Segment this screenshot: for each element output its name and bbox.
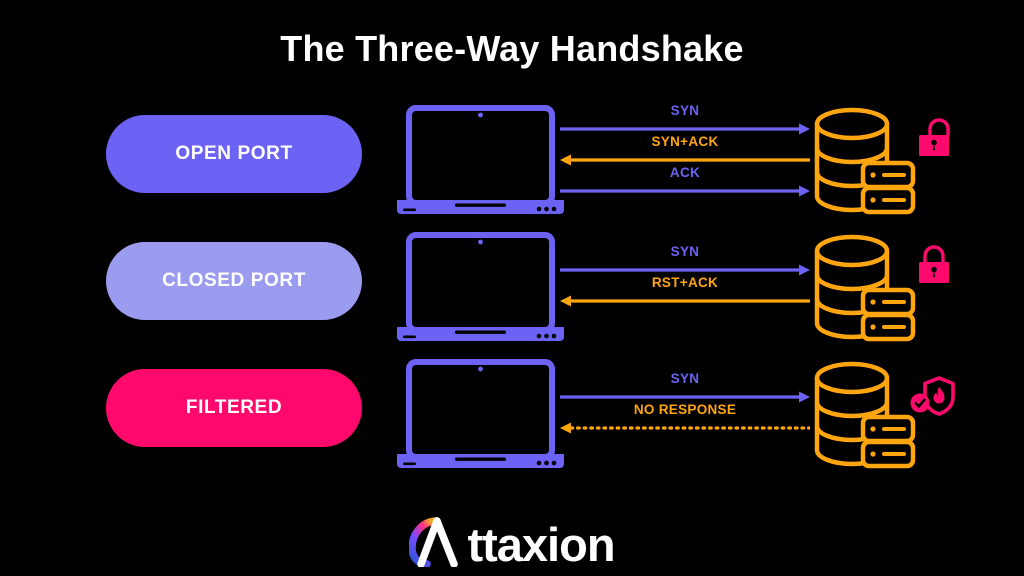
- message-label: SYN+ACK: [651, 134, 719, 149]
- laptop-icon: [393, 104, 568, 221]
- message-label: ACK: [669, 165, 701, 180]
- message-syn-ack: SYN+ACK: [560, 133, 810, 167]
- message-arrow-left: [560, 153, 810, 167]
- message-flow-filtered: SYN NO RESPONSE: [560, 350, 812, 478]
- database-server-icon: [812, 231, 916, 348]
- message-label: RST+ACK: [651, 275, 719, 290]
- database-server-icon: [812, 104, 916, 221]
- message-syn: SYN: [560, 102, 810, 136]
- message-arrow-left: [560, 294, 810, 308]
- status-pill-open-port[interactable]: OPEN PORT: [106, 115, 362, 193]
- message-label: SYN: [670, 244, 700, 259]
- page-title: The Three-Way Handshake: [280, 28, 744, 69]
- message-rst-ack: RST+ACK: [560, 274, 810, 308]
- status-pill-closed-port[interactable]: CLOSED PORT: [106, 242, 362, 320]
- message-syn: SYN: [560, 243, 810, 277]
- laptop-icon: [393, 358, 568, 475]
- message-arrow-right: [560, 184, 810, 198]
- message-arrow-left: [560, 421, 812, 435]
- message-arrow-right: [560, 122, 810, 136]
- brand-wordmark: ttaxion: [467, 517, 615, 571]
- laptop-icon: [393, 231, 568, 348]
- server-group-filtered: [812, 358, 955, 475]
- attaxion-a-mark-icon: [408, 516, 465, 572]
- diagram-row-filtered: FILTERED SYN NO RESPONSE: [0, 350, 1024, 478]
- firewall-shield-icon: [910, 374, 956, 423]
- diagram-row-open-port: OPEN PORT SYN SYN+ACK ACK: [0, 96, 1024, 224]
- database-server-icon: [812, 358, 916, 475]
- message-arrow-right: [560, 263, 810, 277]
- server-group-closed-port: [812, 231, 949, 348]
- brand-logo: ttaxion: [0, 512, 1024, 576]
- message-label: SYN: [670, 103, 700, 118]
- status-pill-label: CLOSED PORT: [162, 270, 306, 291]
- server-group-open-port: [812, 104, 950, 221]
- message-flow-open-port: SYN SYN+ACK ACK: [560, 96, 810, 224]
- message-ack: ACK: [560, 164, 810, 198]
- message-no-response: NO RESPONSE: [560, 401, 812, 435]
- message-label: NO RESPONSE: [633, 402, 737, 417]
- status-pill-label: FILTERED: [185, 397, 283, 418]
- status-pill-filtered[interactable]: FILTERED: [106, 369, 362, 447]
- message-syn: SYN: [560, 370, 810, 404]
- locked-padlock-icon: [916, 244, 956, 291]
- unlocked-padlock-icon: [916, 117, 956, 164]
- message-flow-closed-port: SYN RST+ACK: [560, 223, 810, 351]
- status-pill-label: OPEN PORT: [175, 143, 293, 164]
- message-label: SYN: [670, 371, 700, 386]
- diagram-row-closed-port: CLOSED PORT SYN RST+ACK: [0, 223, 1024, 351]
- message-arrow-right: [560, 390, 810, 404]
